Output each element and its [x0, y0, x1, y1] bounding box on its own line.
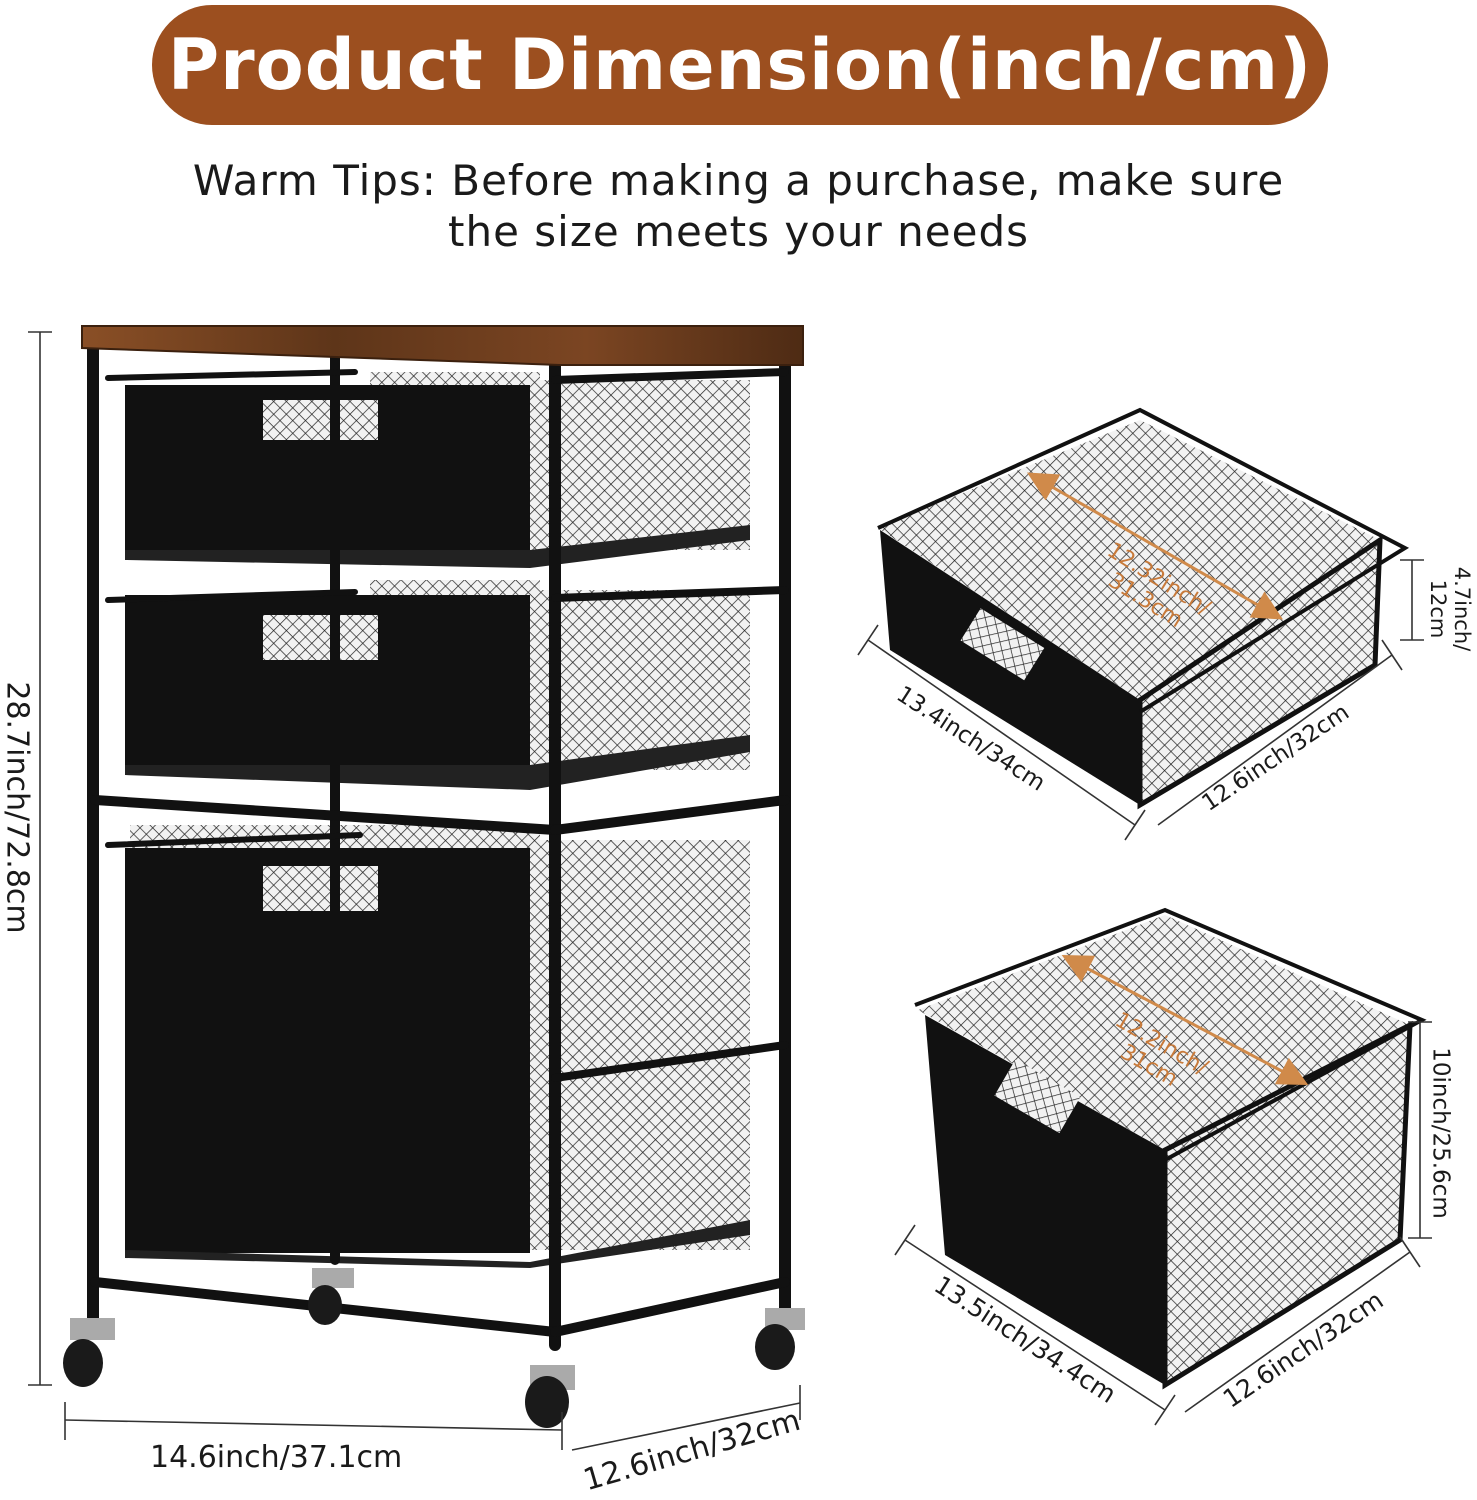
- warm-tips-line-1: Warm Tips: Before making a purchase, mak…: [192, 156, 1285, 205]
- large-drawer-dimension-lines: [894, 1021, 1432, 1426]
- bottom-drawer-handle-icon: [263, 866, 378, 911]
- large-drawer-height-label: 10inch/25.6cm: [1427, 1047, 1454, 1219]
- cart-side-mesh-top: [530, 380, 750, 550]
- cart-height-label: 28.7inch/72.8cm: [0, 681, 35, 934]
- cart-wooden-top: [81, 325, 804, 366]
- cart-side-mesh-middle: [530, 590, 750, 770]
- banner-title: Product Dimension(inch/cm): [167, 24, 1313, 106]
- warm-tips-line-2: the size meets your needs: [448, 207, 1029, 256]
- small-drawer-dimension-lines: [857, 559, 1424, 841]
- small-drawer-illustration: [877, 407, 1410, 810]
- cart-bottom-drawer-front: [125, 848, 530, 1253]
- large-drawer-illustration: [914, 907, 1427, 1390]
- middle-drawer-handle-icon: [263, 615, 378, 660]
- cart-side-mesh-bottom: [530, 840, 750, 1250]
- top-drawer-handle-icon: [263, 400, 378, 440]
- cart-wheels: [63, 1268, 805, 1428]
- small-drawer-height-label: 4.7inch/ 12cm: [1426, 566, 1474, 652]
- storage-cart: [63, 325, 805, 1428]
- title-banner: Product Dimension(inch/cm): [152, 5, 1328, 125]
- cart-width-label: 14.6inch/37.1cm: [150, 1440, 403, 1475]
- cart-dimension-lines: [28, 331, 801, 1451]
